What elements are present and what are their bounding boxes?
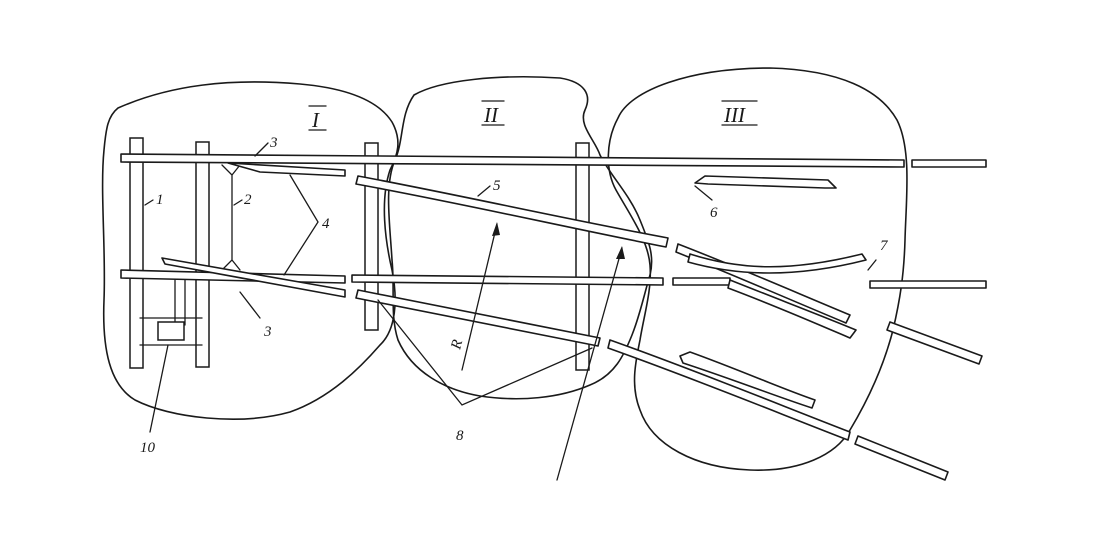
radius-line-2 [556,247,623,481]
leader-2 [233,199,243,206]
frog-wing-lower [727,279,857,339]
radius-arrow [492,222,500,236]
tie-3 [364,142,379,331]
callout-8: 8 [456,428,464,444]
leader-3-top [254,142,269,157]
callout-2: 2 [244,192,252,208]
zone-I-outline [101,81,399,420]
radius-label: R [448,338,466,352]
leader-1 [144,199,154,206]
leader-5 [477,185,491,197]
zone-labels: I II III [308,100,758,132]
callouts: 1 2 3 3 4 5 6 7 8 10 R [140,135,889,456]
switch-blade-top [227,162,346,177]
rail-bottom-end [869,280,987,289]
callout-3-top: 3 [269,135,278,151]
callout-1: 1 [156,192,164,208]
leader-4 [283,174,319,276]
zone-I-label: I [311,108,320,132]
rail-diverge-end [886,321,983,365]
rail-curved-lower-cont [607,339,851,441]
zone-III-label: III [723,103,746,127]
rail-curved-lower-end [854,435,949,481]
switch-rods [139,164,241,346]
rail-curved-lower [355,289,601,347]
ties [129,137,590,371]
rail-bottom-straight-3 [672,277,731,286]
callout-5: 5 [493,178,501,194]
leader-3-bottom [239,291,261,319]
switch-blade-bottom [161,257,346,298]
callout-3-bottom: 3 [263,324,272,340]
radius-arrow-2 [616,246,625,259]
tie-2 [195,141,210,368]
leader-8 [377,299,593,406]
leader-lines [144,142,877,481]
switch-mechanism-box [157,321,185,341]
rail-curved-upper [355,175,669,248]
tie-4 [575,142,590,371]
radius-line [461,223,498,371]
switch-rod-2 [221,164,241,271]
leader-10 [149,344,169,433]
callout-10: 10 [140,440,156,456]
guard-rail-upper [694,175,837,189]
guard-rail-lower [679,351,816,409]
zone-II-outline [387,76,653,400]
callout-6: 6 [710,205,718,221]
rail-top-end [911,159,987,168]
callout-4: 4 [322,216,330,232]
tie-1 [129,137,144,369]
rails [120,153,987,481]
rail-bottom-straight-2 [351,274,664,286]
leader-7 [867,259,877,271]
frog-wing-upper [687,253,867,274]
leader-6 [694,185,713,201]
callout-7: 7 [880,238,889,254]
zone-III-outline [607,67,908,471]
rail-top-straight [120,153,905,168]
zone-II-label: II [483,103,499,127]
